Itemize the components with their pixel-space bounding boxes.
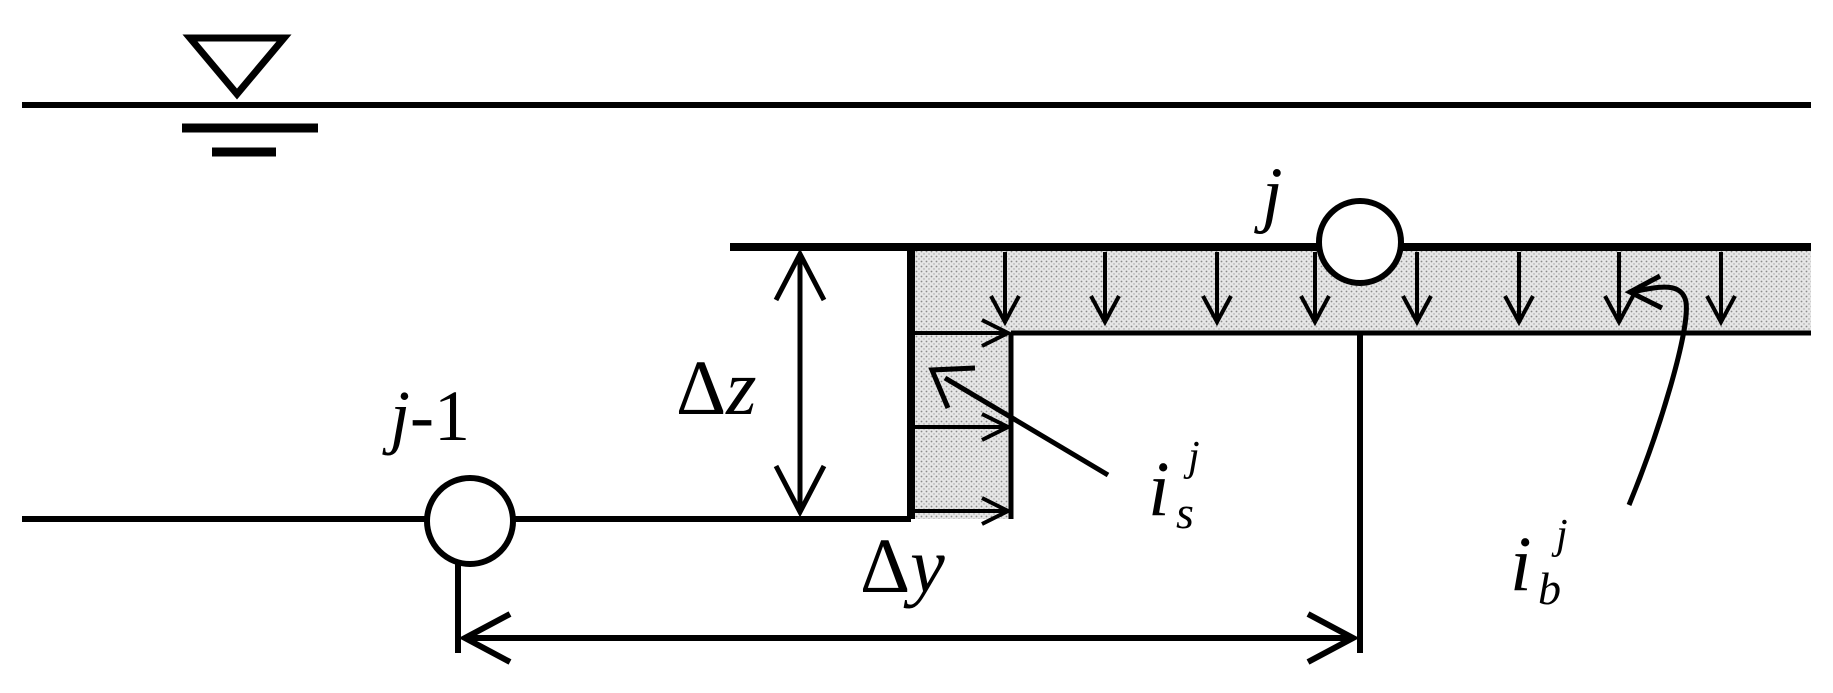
svg-text:s: s bbox=[1176, 487, 1194, 538]
vertical-flux-arrows bbox=[989, 252, 1737, 327]
node-j-minus-1-label: j-1 bbox=[382, 376, 470, 456]
svg-text:i: i bbox=[1148, 445, 1170, 532]
horizontal-flux-arrows bbox=[914, 318, 1013, 526]
is-pointer-arrow bbox=[928, 365, 1110, 478]
is-label: i s j bbox=[1148, 434, 1200, 538]
ib-label: i b j bbox=[1510, 512, 1568, 614]
svg-text:j: j bbox=[1183, 434, 1200, 480]
dx-dimension-arrow bbox=[455, 333, 1363, 665]
dz-label: Δz bbox=[676, 344, 757, 431]
svg-text:j: j bbox=[1551, 512, 1568, 558]
svg-text:i: i bbox=[1510, 520, 1532, 607]
bed-profile bbox=[22, 243, 1811, 522]
node-j bbox=[1316, 198, 1404, 286]
node-j-label: j bbox=[1254, 153, 1283, 235]
dy-label: Δy bbox=[860, 522, 945, 609]
node-j-minus-1 bbox=[424, 475, 516, 567]
svg-text:b: b bbox=[1538, 563, 1561, 614]
ib-pointer-arrow bbox=[1624, 273, 1689, 506]
dz-dimension-arrow bbox=[773, 248, 827, 518]
water-level-icon bbox=[182, 34, 318, 157]
